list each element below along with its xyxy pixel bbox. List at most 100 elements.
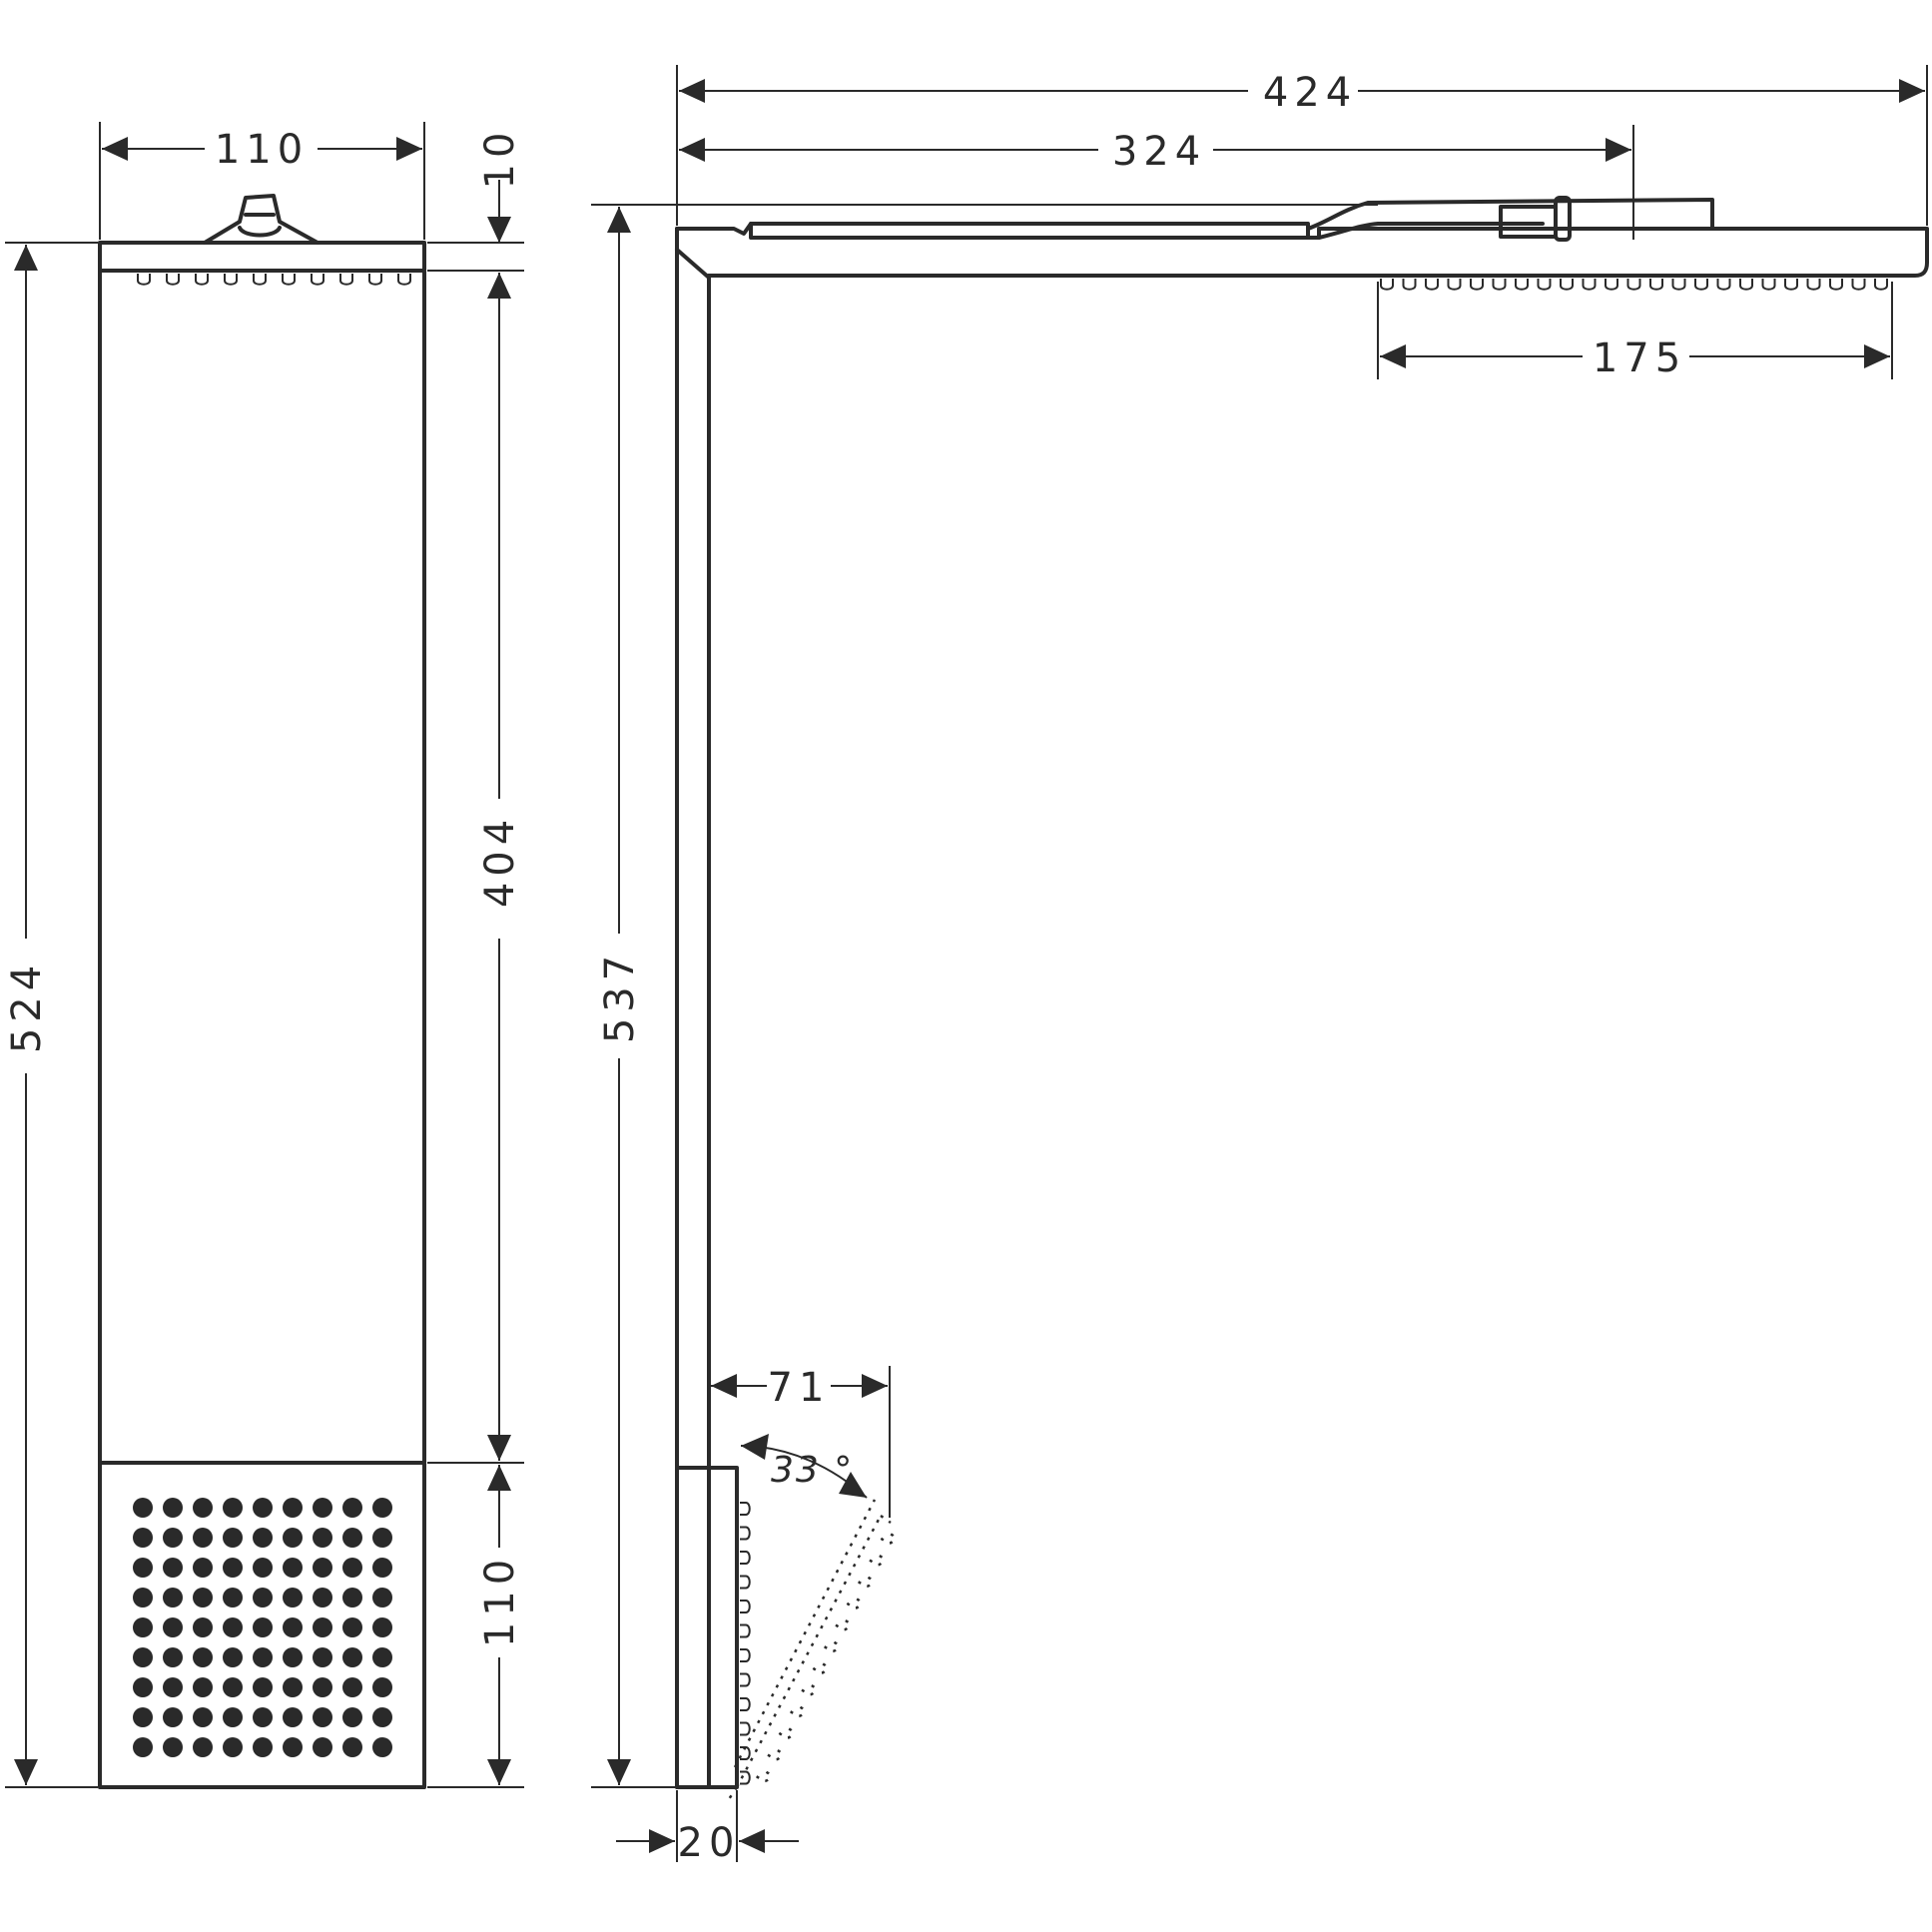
nozzle-dot <box>283 1498 303 1518</box>
nozzle <box>740 1721 751 1736</box>
dim-front-top-plate: 10 <box>427 127 524 272</box>
front-head-nozzle-row <box>137 274 411 286</box>
nozzle <box>740 1623 751 1638</box>
nozzle <box>397 274 411 286</box>
side-view <box>675 196 1929 1803</box>
dim-label-side-arm-to-head: 324 <box>1112 129 1206 175</box>
nozzle <box>740 1648 751 1662</box>
nozzle <box>339 274 353 286</box>
nozzle-dot <box>223 1707 243 1727</box>
nozzle-dot <box>283 1707 303 1727</box>
nozzle <box>1694 279 1708 291</box>
nozzle <box>812 1659 828 1674</box>
nozzle <box>1560 279 1574 291</box>
front-column-body <box>98 241 426 1789</box>
nozzle-dot <box>163 1677 183 1697</box>
nozzle-dot <box>163 1647 183 1667</box>
nozzle-dot <box>193 1707 213 1727</box>
nozzle <box>1649 279 1663 291</box>
nozzle-dot <box>223 1528 243 1548</box>
nozzle <box>1537 279 1552 291</box>
nozzle <box>1605 279 1618 291</box>
nozzle-dot <box>133 1647 153 1667</box>
dim-label-side-handshower-angle: 33 ° <box>771 1450 854 1491</box>
nozzle <box>846 1595 862 1610</box>
nozzle-dot <box>223 1498 243 1518</box>
nozzle-dot <box>253 1737 273 1757</box>
nozzle <box>1784 279 1798 291</box>
nozzle <box>195 274 209 286</box>
nozzle <box>857 1574 874 1589</box>
nozzle-dot <box>283 1588 303 1608</box>
nozzle <box>1671 279 1686 291</box>
nozzle <box>835 1616 851 1631</box>
nozzle-dot <box>133 1588 153 1608</box>
nozzle-dot <box>372 1498 392 1518</box>
dim-label-front-column-height: 404 <box>477 814 523 908</box>
nozzle-dot <box>313 1588 332 1608</box>
nozzle <box>1380 279 1394 291</box>
nozzle-dot <box>163 1737 183 1757</box>
nozzle-dot <box>163 1617 183 1637</box>
nozzle <box>1515 279 1529 291</box>
nozzle-dot <box>313 1707 332 1727</box>
nozzle-dot <box>313 1528 332 1548</box>
nozzle <box>755 1768 772 1783</box>
nozzle-dot <box>193 1588 213 1608</box>
nozzle <box>1582 279 1597 291</box>
nozzle-dot <box>313 1737 332 1757</box>
dim-front-column-height: 404 <box>427 273 524 1464</box>
nozzle-dot <box>372 1647 392 1667</box>
nozzle <box>1626 279 1641 291</box>
nozzle-dot <box>223 1588 243 1608</box>
nozzle-dot <box>283 1677 303 1697</box>
nozzle <box>740 1526 751 1541</box>
nozzle-dot <box>193 1558 213 1578</box>
nozzle-dot <box>193 1528 213 1548</box>
nozzle <box>740 1551 751 1565</box>
nozzle-dot <box>223 1737 243 1757</box>
nozzle <box>740 1770 751 1785</box>
nozzle-dot <box>372 1677 392 1697</box>
nozzle <box>311 274 324 286</box>
nozzle-dot <box>283 1558 303 1578</box>
nozzle-dot <box>193 1498 213 1518</box>
nozzle-dot <box>133 1498 153 1518</box>
nozzle <box>137 274 151 286</box>
nozzle <box>801 1681 817 1696</box>
nozzle-dot <box>163 1558 183 1578</box>
dim-side-arm-length: 424 <box>676 65 1928 226</box>
nozzle-dot <box>253 1707 273 1727</box>
nozzle <box>1425 279 1439 291</box>
nozzle-dot <box>223 1647 243 1667</box>
nozzle <box>778 1724 794 1739</box>
nozzle-dot <box>133 1737 153 1757</box>
nozzle-dot <box>253 1528 273 1548</box>
nozzle-dot <box>163 1707 183 1727</box>
dim-side-total-height: 537 <box>591 204 1378 1788</box>
nozzle-dot <box>313 1498 332 1518</box>
nozzle <box>1851 279 1866 291</box>
nozzle-dot <box>163 1498 183 1518</box>
nozzle-dot <box>372 1707 392 1727</box>
nozzle-dot <box>342 1647 362 1667</box>
nozzle-dot <box>342 1707 362 1727</box>
nozzle-dot <box>163 1528 183 1548</box>
nozzle-dot <box>133 1707 153 1727</box>
dim-label-side-handshower-projection: 71 <box>768 1365 831 1411</box>
nozzle-dot <box>253 1498 273 1518</box>
side-handshower-tilted-outline <box>725 1499 892 1803</box>
dim-side-handshower-angle: 33 ° <box>740 1434 868 1499</box>
nozzle <box>1829 279 1843 291</box>
nozzle <box>253 274 267 286</box>
nozzle-dot <box>283 1647 303 1667</box>
nozzle <box>789 1703 806 1718</box>
nozzle <box>869 1552 885 1567</box>
dim-side-handshower-projection: 71 <box>708 1365 891 1518</box>
nozzle <box>740 1575 751 1590</box>
nozzle <box>1402 279 1417 291</box>
nozzle <box>1739 279 1753 291</box>
nozzle-dot <box>223 1617 243 1637</box>
nozzle-dot <box>223 1558 243 1578</box>
nozzle-dot <box>342 1588 362 1608</box>
